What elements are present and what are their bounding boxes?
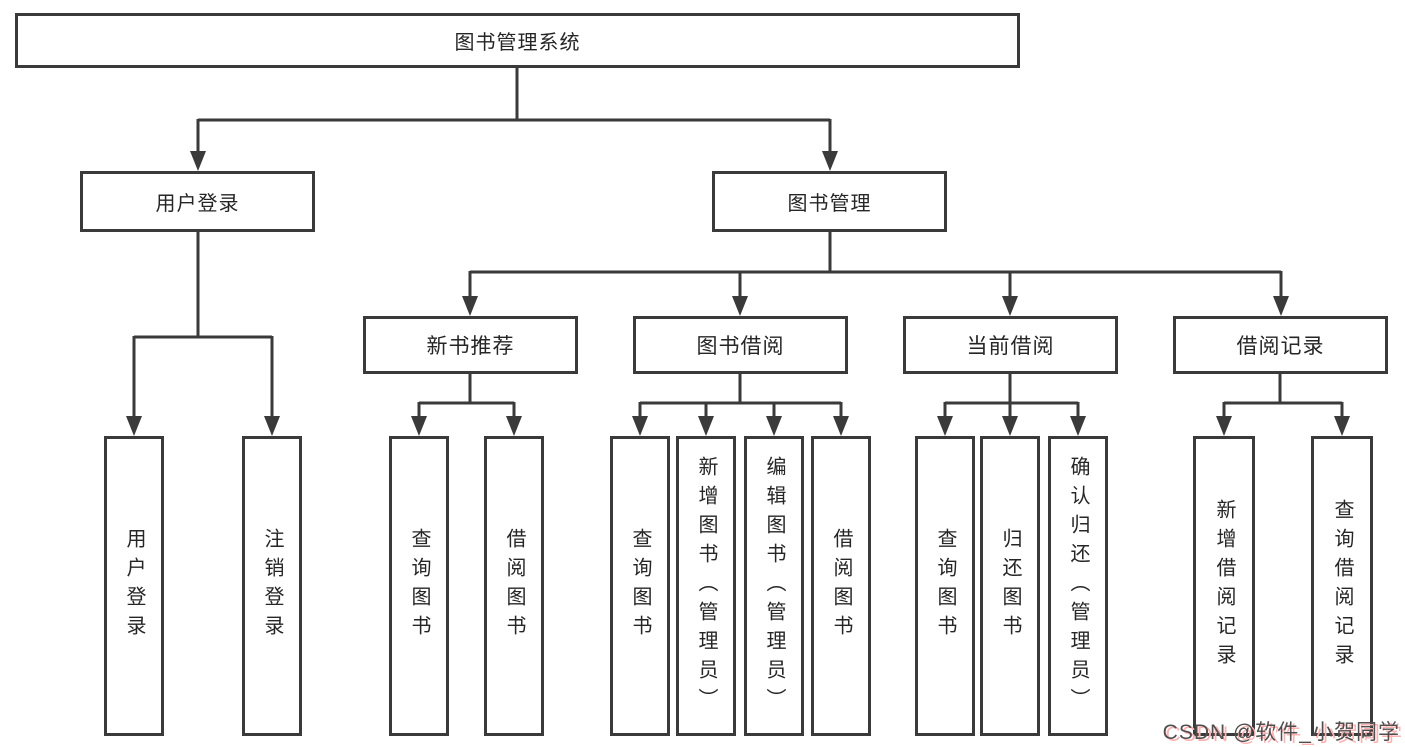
- leaf-add-book-admin: 新增图书（管理员）: [676, 436, 736, 736]
- node-user-login: 用户登录: [80, 171, 315, 232]
- leaf-user-login: 用户登录: [104, 436, 164, 736]
- leaf-confirm-return-admin: 确认归还（管理员）: [1048, 436, 1108, 736]
- csdn-watermark: CSDN @软件_小贺同学: [1162, 721, 1400, 744]
- node-book-borrow: 图书借阅: [633, 316, 848, 374]
- node-current-borrow: 当前借阅: [903, 316, 1118, 374]
- leaf-borrow-book-2: 借阅图书: [811, 436, 871, 736]
- node-book-management: 图书管理: [712, 171, 947, 232]
- node-root: 图书管理系统: [15, 13, 1020, 68]
- connector-path: [132, 68, 1344, 418]
- leaf-query-book-1: 查询图书: [389, 436, 449, 736]
- leaf-return-book: 归还图书: [980, 436, 1040, 736]
- leaf-borrow-book-1: 借阅图书: [484, 436, 544, 736]
- node-borrow-records: 借阅记录: [1173, 316, 1388, 374]
- leaf-query-book-3: 查询图书: [915, 436, 975, 736]
- leaf-edit-book-admin: 编辑图书（管理员）: [744, 436, 804, 736]
- leaf-query-borrow-record: 查询借阅记录: [1311, 436, 1373, 736]
- leaf-logout: 注销登录: [242, 436, 302, 736]
- leaf-query-book-2: 查询图书: [610, 436, 670, 736]
- leaf-add-borrow-record: 新增借阅记录: [1193, 436, 1255, 736]
- node-new-book-recommend: 新书推荐: [363, 316, 578, 374]
